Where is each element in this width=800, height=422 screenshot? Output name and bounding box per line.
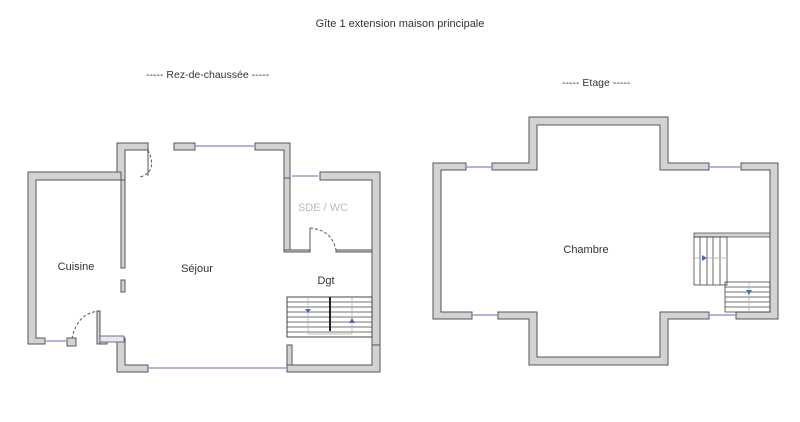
wall-segment: [286, 344, 293, 366]
wall-segment: [66, 337, 77, 347]
wall-sde-bottom: [283, 249, 311, 253]
window: [99, 335, 125, 343]
wall-partition: [120, 279, 126, 293]
wall-upper-left: [432, 162, 473, 320]
wall-upper-bottom: [497, 311, 710, 366]
wall-sde-left: [283, 177, 291, 253]
wall-sejour-top-right: [254, 142, 291, 179]
wall-sde-bottom-right: [335, 249, 373, 253]
wall-bottom-right: [286, 344, 381, 373]
plan-title: Gîte 1 extension maison principale: [315, 18, 485, 30]
wall-upper-right: [735, 162, 779, 320]
room-label-sde-wc: SDE / WC: [298, 202, 348, 214]
stair-arrow-icon: [746, 290, 752, 295]
wall-bottom-left: [116, 337, 149, 373]
wall-segment: [173, 142, 196, 151]
wall-partition: [96, 310, 101, 345]
ground-floor-plan: Cuisine Séjour SDE / WC Dgt: [27, 142, 381, 373]
upper-floor-label: ----- Etage -----: [562, 77, 631, 89]
room-label-sejour: Séjour: [181, 263, 213, 275]
upper-stairs: [693, 232, 771, 313]
door-swing: [309, 227, 337, 251]
ground-stairs: [286, 296, 373, 338]
room-label-cuisine: Cuisine: [58, 261, 95, 273]
door-swing: [71, 310, 101, 339]
ground-floor-label: ----- Rez-de-chaussée -----: [146, 69, 270, 81]
stair-arrow-icon: [349, 318, 355, 323]
room-label-dgt: Dgt: [317, 275, 334, 287]
door-swing: [139, 149, 153, 178]
wall-partition: [120, 179, 126, 269]
stair-arrow-icon: [305, 309, 311, 313]
upper-floor-plan: Chambre: [432, 116, 779, 366]
room-label-chambre: Chambre: [563, 244, 608, 256]
wall-upper-top: [491, 116, 710, 171]
wall-cuisine-left: [27, 171, 122, 345]
wall-sejour-top-left: [116, 142, 149, 181]
stair-arrow-icon: [702, 255, 707, 261]
